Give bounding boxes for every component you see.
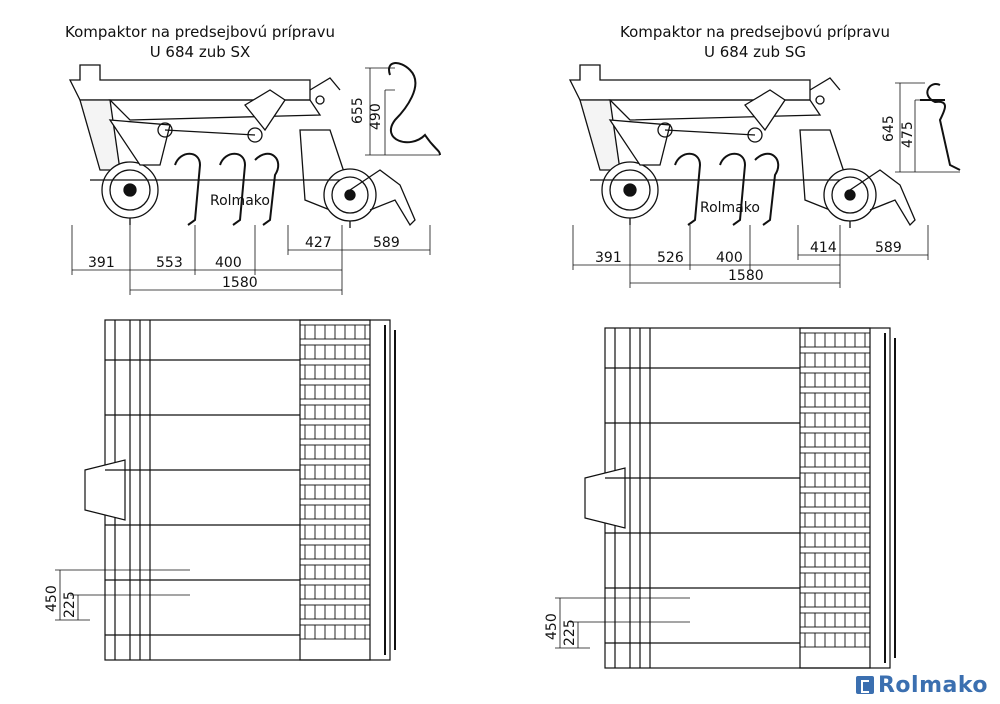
right-top-dim-lines: [555, 597, 690, 649]
brand-logo: Rolmako: [855, 673, 988, 698]
right-top-dim-2: 225: [562, 619, 578, 646]
right-dim-total: 1580: [728, 268, 764, 284]
left-tine-depth: 490: [368, 103, 384, 130]
left-dim-3: 400: [215, 255, 242, 271]
left-tine-height: 655: [350, 97, 366, 124]
right-tine-height: 645: [881, 115, 897, 142]
right-dimension-lines: [572, 225, 929, 288]
brand-name: Rolmako: [877, 673, 988, 698]
left-top-dim-lines: [55, 569, 190, 621]
left-top-view: [84, 319, 396, 661]
left-dim-1: 391: [88, 255, 115, 271]
right-dim-4: 414: [810, 240, 837, 256]
left-roller-label: Rolmako: [210, 193, 270, 209]
left-title-line1: Kompaktor na predsejbovú prípravu: [64, 23, 336, 41]
right-dim-3: 400: [716, 250, 743, 266]
right-dim-1: 391: [595, 250, 622, 266]
brand-mark-icon: [855, 676, 874, 694]
left-side-view: Rolmako: [69, 64, 416, 229]
right-diagram-title: Kompaktor na predsejbovú prípravu U 684 …: [590, 22, 920, 62]
right-dim-2: 526: [657, 250, 684, 266]
right-top-view: [584, 327, 896, 669]
left-dim-4: 427: [305, 235, 332, 251]
right-side-view: Rolmako: [569, 64, 916, 229]
left-dim-5: 589: [373, 235, 400, 251]
left-dim-total: 1580: [222, 275, 258, 291]
left-title-line2: U 684 zub SX: [149, 43, 251, 61]
left-tine-detail: [365, 62, 441, 156]
left-dim-2: 553: [156, 255, 183, 271]
right-dim-5: 589: [875, 240, 902, 256]
left-top-dim-1: 450: [44, 585, 60, 612]
right-roller-label: Rolmako: [700, 200, 760, 216]
right-top-dim-1: 450: [544, 613, 560, 640]
right-title-line2: U 684 zub SG: [704, 43, 806, 61]
right-title-line1: Kompaktor na predsejbovú prípravu: [619, 23, 891, 41]
right-tine-detail: [895, 82, 961, 173]
right-tine-depth: 475: [900, 121, 916, 148]
left-diagram-title: Kompaktor na predsejbovú prípravu U 684 …: [40, 22, 360, 62]
left-dimension-lines: [71, 225, 431, 295]
left-top-dim-2: 225: [62, 591, 78, 618]
